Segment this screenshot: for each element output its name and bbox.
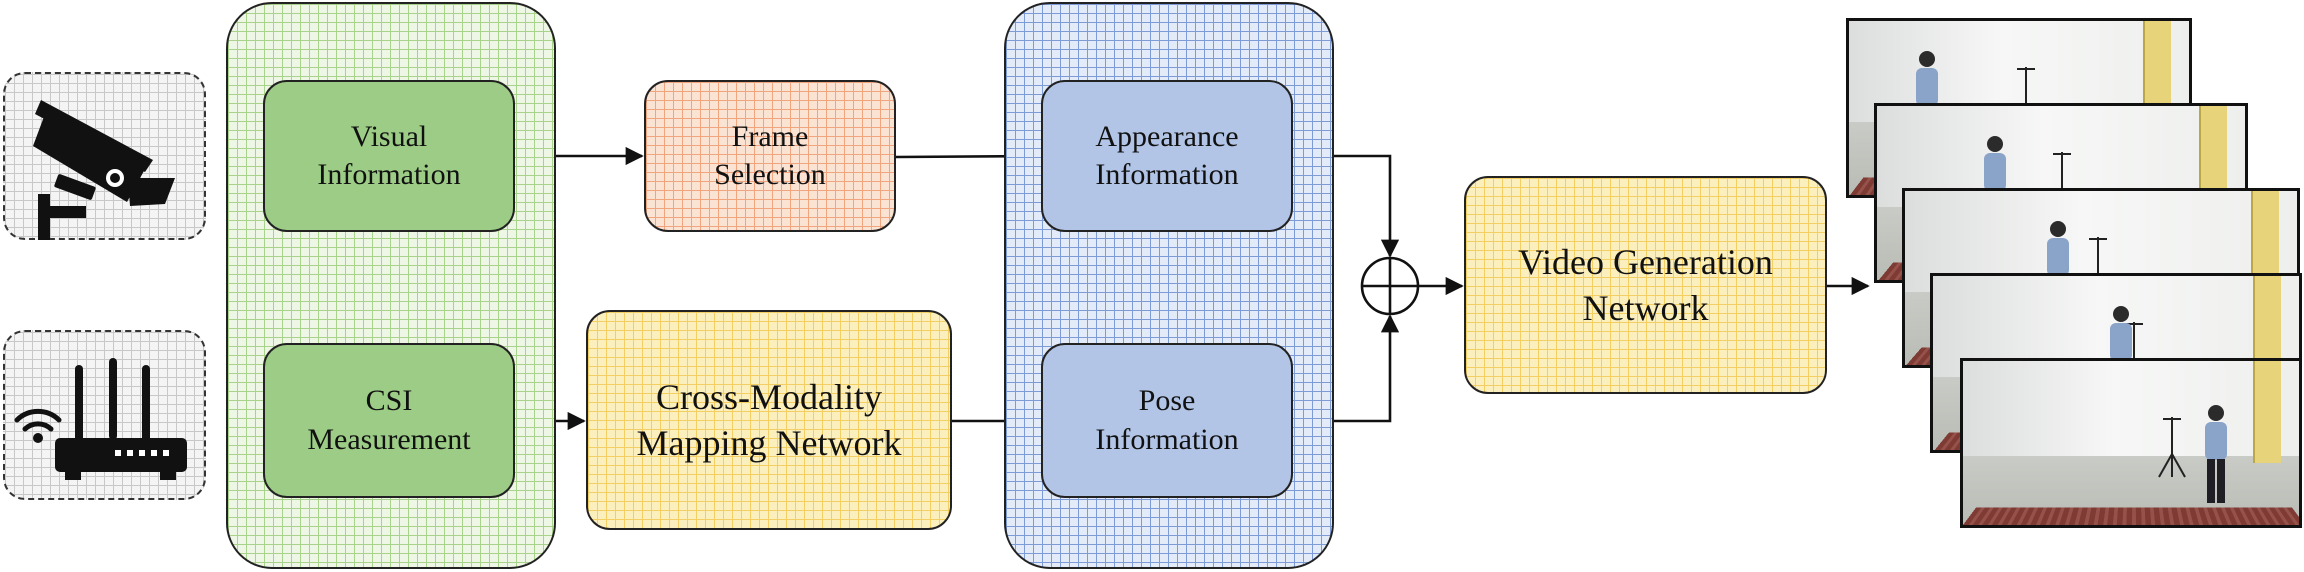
frame-selection-block: Frame Selection <box>644 80 896 232</box>
cross-modality-mapping-block: Cross-Modality Mapping Network <box>586 310 952 530</box>
router-tile <box>3 330 206 500</box>
circle-plus-icon <box>1360 256 1420 316</box>
video-generation-label: Video Generation Network <box>1518 241 1773 328</box>
wifi-router-icon <box>14 358 187 480</box>
video-generation-block: Video Generation Network <box>1464 176 1827 394</box>
cross-modality-label: Cross-Modality Mapping Network <box>636 376 902 463</box>
frame-selection-label: Frame Selection <box>714 119 826 191</box>
visual-information-block: Visual Information <box>263 80 515 232</box>
pose-information-block: Pose Information <box>1041 343 1293 498</box>
appearance-information-label: Appearance Information <box>1095 119 1239 191</box>
appearance-information-block: Appearance Information <box>1041 80 1293 232</box>
generated-frame <box>1960 358 2302 528</box>
visual-information-label: Visual Information <box>317 119 461 191</box>
pose-information-label: Pose Information <box>1095 384 1239 456</box>
csi-measurement-label: CSI Measurement <box>307 384 471 456</box>
security-camera-icon <box>33 100 175 240</box>
camera-tile <box>3 72 206 240</box>
csi-measurement-block: CSI Measurement <box>263 343 515 498</box>
